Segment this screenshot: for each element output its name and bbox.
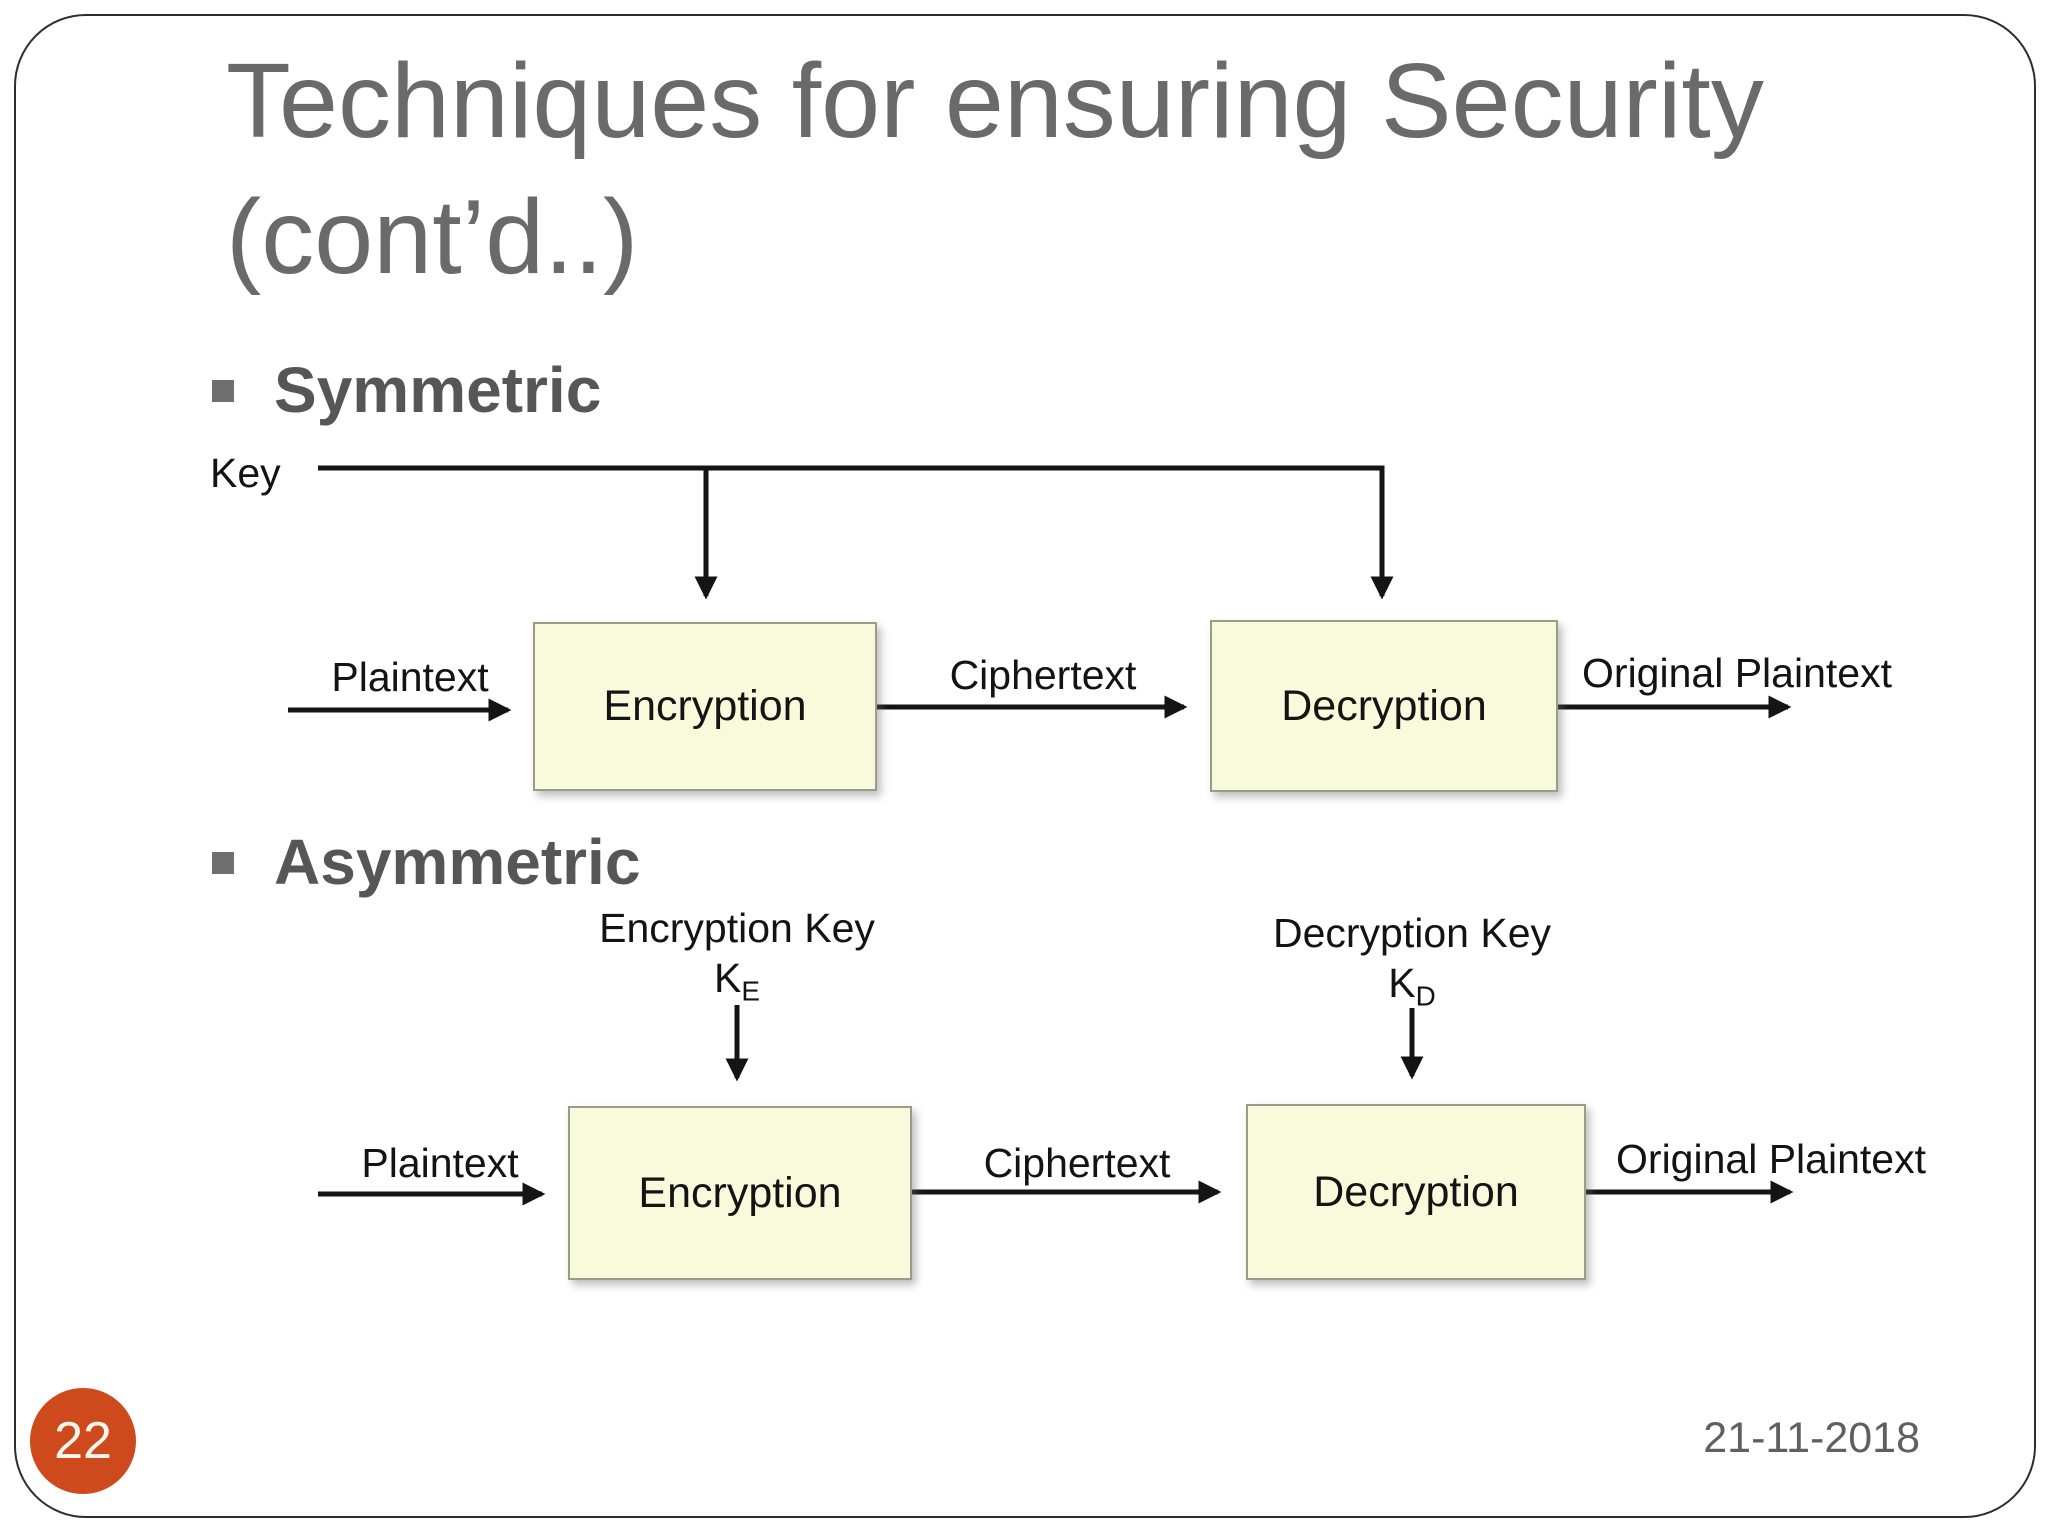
page-title-line1: Techniques for ensuring Security — [226, 42, 1764, 160]
page-number: 22 — [54, 1412, 112, 1470]
symmetric-heading: Symmetric — [212, 358, 601, 422]
asymmetric-heading-label: Asymmetric — [274, 826, 641, 898]
asym-ciphertext-label: Ciphertext — [983, 1140, 1171, 1186]
square-bullet-icon — [212, 852, 234, 874]
page-title: Techniques for ensuring Security (cont’d… — [226, 34, 1866, 305]
encryption-key-symbol: K — [714, 955, 742, 1001]
decryption-key-subscript: D — [1415, 980, 1436, 1012]
asym-plaintext-label: Plaintext — [361, 1140, 519, 1186]
page-title-line2: (cont’d..) — [226, 177, 639, 296]
asym-encryption-box: Encryption — [568, 1106, 912, 1280]
sym-encryption-box-label: Encryption — [603, 682, 807, 730]
page-number-badge: 22 — [30, 1388, 136, 1494]
sym-key-label: Key — [210, 450, 281, 496]
asym-encryption-key-symbol: KE — [587, 955, 887, 1007]
sym-plaintext-label: Plaintext — [331, 654, 489, 700]
asym-decryption-box: Decryption — [1246, 1104, 1586, 1280]
asym-decryption-key-symbol: KD — [1262, 960, 1562, 1012]
asymmetric-heading: Asymmetric — [212, 830, 640, 894]
asym-decryption-box-label: Decryption — [1313, 1167, 1519, 1216]
asym-encryption-box-label: Encryption — [638, 1168, 842, 1217]
square-bullet-icon — [212, 380, 234, 402]
sym-encryption-box: Encryption — [533, 622, 877, 791]
sym-decryption-box-label: Decryption — [1281, 681, 1487, 730]
encryption-key-subscript: E — [741, 975, 760, 1007]
decryption-key-symbol: K — [1388, 960, 1416, 1006]
sym-decryption-box: Decryption — [1210, 620, 1558, 792]
asym-decryption-key-caption: Decryption Key — [1272, 910, 1551, 956]
asym-encryption-key-caption: Encryption Key — [599, 905, 875, 951]
symmetric-heading-label: Symmetric — [274, 354, 602, 426]
slide-date: 21-11-2018 — [1703, 1414, 1920, 1462]
slide-border — [14, 14, 2036, 1518]
asym-original-plaintext-label: Original Plaintext — [1616, 1136, 1926, 1182]
sym-ciphertext-label: Ciphertext — [949, 652, 1137, 698]
sym-original-plaintext-label: Original Plaintext — [1582, 650, 1892, 696]
